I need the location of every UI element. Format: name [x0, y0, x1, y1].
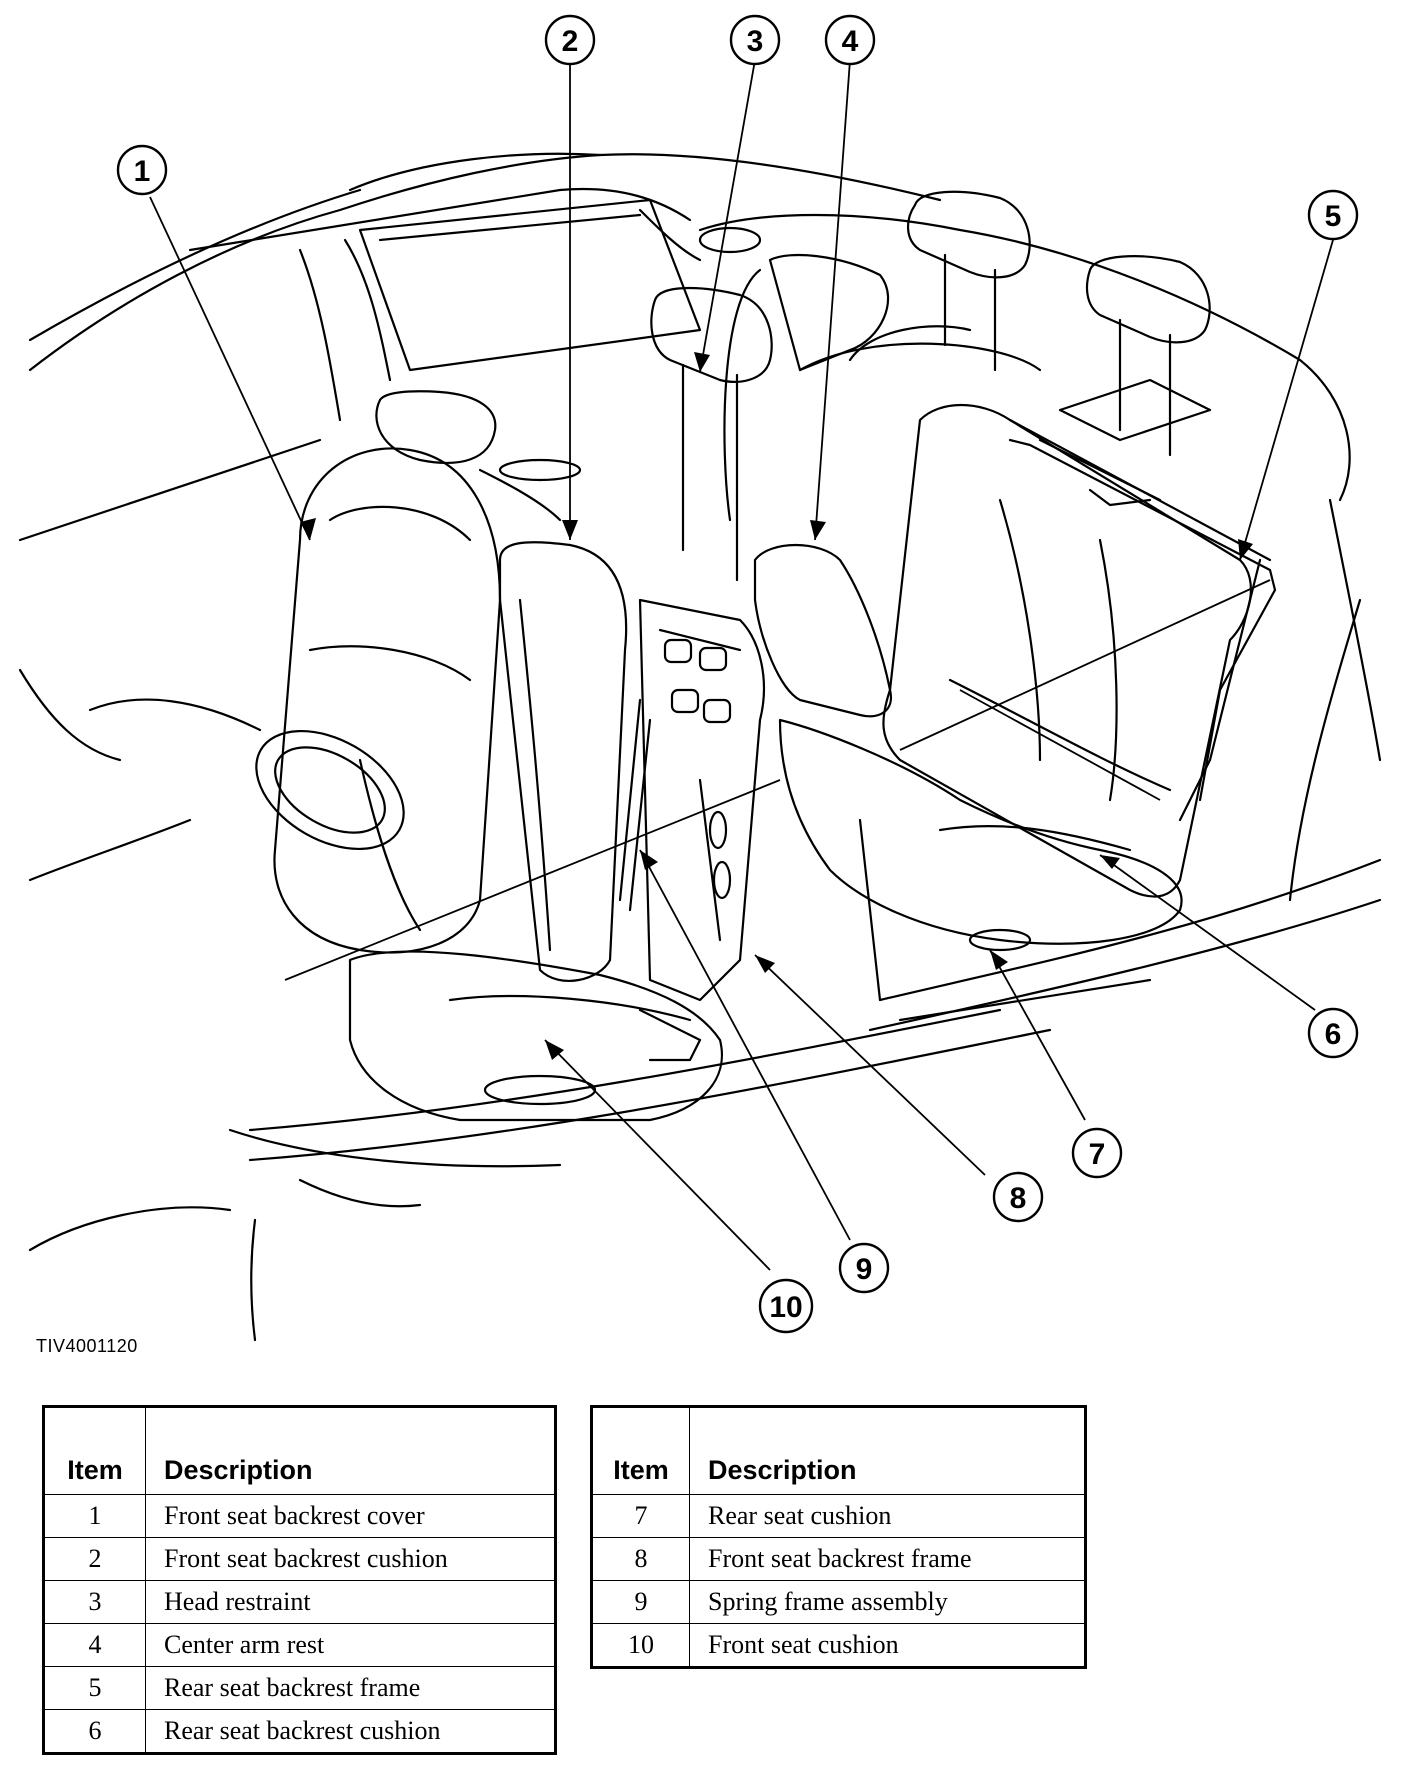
item-description: Front seat cushion: [689, 1623, 1086, 1668]
item-number: 2: [43, 1537, 146, 1581]
table-row: 5 Rear seat backrest frame: [43, 1666, 556, 1710]
table-row: 2 Front seat backrest cushion: [43, 1537, 556, 1581]
item-description: Rear seat backrest cushion: [145, 1709, 556, 1754]
item-number: 3: [43, 1580, 146, 1624]
item-number: 1: [43, 1494, 146, 1538]
svg-text:9: 9: [856, 1253, 873, 1286]
table-row: 7 Rear seat cushion: [591, 1494, 1086, 1538]
front-seat-cushion: [348, 950, 723, 1122]
item-number: 5: [43, 1666, 146, 1710]
item-description: Front seat backrest cover: [145, 1494, 556, 1538]
item-number: 10: [591, 1623, 690, 1668]
item-column-header: Item: [591, 1406, 690, 1495]
svg-text:6: 6: [1325, 1018, 1342, 1051]
item-number: 4: [43, 1623, 146, 1667]
callout-2: 2: [544, 14, 596, 66]
steering-wheel: [88, 698, 405, 851]
front-seat-backrest-cushion: [498, 541, 628, 982]
description-column-header: Description: [689, 1406, 1086, 1495]
item-number: 9: [591, 1580, 690, 1624]
svg-text:1: 1: [134, 155, 151, 188]
rear-seat-backrest: [723, 253, 1272, 898]
item-description: Front seat backrest cushion: [145, 1537, 556, 1581]
legend-table-left: Item Description 1 Front seat backrest c…: [42, 1405, 557, 1755]
center-arm-rest: [753, 544, 893, 718]
legend-header-row: Item Description: [591, 1406, 1086, 1495]
callout-1: 1: [116, 144, 168, 196]
callout-10: 10: [758, 1278, 814, 1334]
svg-text:5: 5: [1325, 200, 1342, 233]
item-description: Rear seat backrest frame: [145, 1666, 556, 1710]
description-column-header: Description: [145, 1406, 556, 1495]
callout-4: 4: [824, 14, 876, 66]
seat-components-diagram: 1 2 3 4 5 6 7 8: [18, 14, 1382, 1342]
callout-7: 7: [1071, 1127, 1123, 1179]
front-seat-backrest-frame: [618, 598, 766, 1002]
callout-6: 6: [1307, 1007, 1359, 1059]
table-row: 8 Front seat backrest frame: [591, 1537, 1086, 1581]
callout-8: 8: [992, 1171, 1044, 1223]
table-row: 1 Front seat backrest cover: [43, 1494, 556, 1538]
floor-lines: [228, 978, 1152, 1208]
item-number: 6: [43, 1709, 146, 1754]
callout-9: 9: [838, 1242, 890, 1294]
svg-text:2: 2: [562, 25, 579, 58]
front-seat-left: [273, 390, 562, 954]
svg-text:8: 8: [1010, 1182, 1027, 1215]
head-restraint-rear: [907, 190, 1212, 457]
item-description: Head restraint: [145, 1580, 556, 1624]
rear-window: [358, 198, 762, 482]
item-number: 8: [591, 1537, 690, 1581]
svg-text:10: 10: [769, 1291, 802, 1324]
table-row: 3 Head restraint: [43, 1580, 556, 1624]
table-row: 9 Spring frame assembly: [591, 1580, 1086, 1624]
svg-text:7: 7: [1089, 1138, 1106, 1171]
rear-seat-cushion: [778, 718, 1183, 1002]
rear-seat-backrest-frame: [1008, 438, 1277, 822]
item-column-header: Item: [43, 1406, 146, 1495]
table-row: 10 Front seat cushion: [591, 1623, 1086, 1668]
item-description: Center arm rest: [145, 1623, 556, 1667]
table-row: 4 Center arm rest: [43, 1623, 556, 1667]
callout-3: 3: [729, 14, 781, 66]
figure-id: TIV4001120: [36, 1336, 138, 1356]
callout-5: 5: [1307, 189, 1359, 241]
callouts: 1 2 3 4 5 6 7 8: [116, 14, 1359, 1334]
leader-lines: [149, 59, 1334, 1271]
legend-table-right: Item Description 7 Rear seat cushion 8 F…: [590, 1405, 1087, 1669]
svg-text:3: 3: [747, 25, 764, 58]
table-row: 6 Rear seat backrest cushion: [43, 1709, 556, 1754]
item-description: Spring frame assembly: [689, 1580, 1086, 1624]
item-number: 7: [591, 1494, 690, 1538]
vehicle-body-outline: [18, 152, 1382, 1342]
head-restraint-front: [650, 287, 773, 582]
legend-header-row: Item Description: [43, 1406, 556, 1495]
item-description: Front seat backrest frame: [689, 1537, 1086, 1581]
leader-arrowheads: [300, 352, 1253, 1060]
svg-text:4: 4: [842, 25, 859, 58]
item-description: Rear seat cushion: [689, 1494, 1086, 1538]
